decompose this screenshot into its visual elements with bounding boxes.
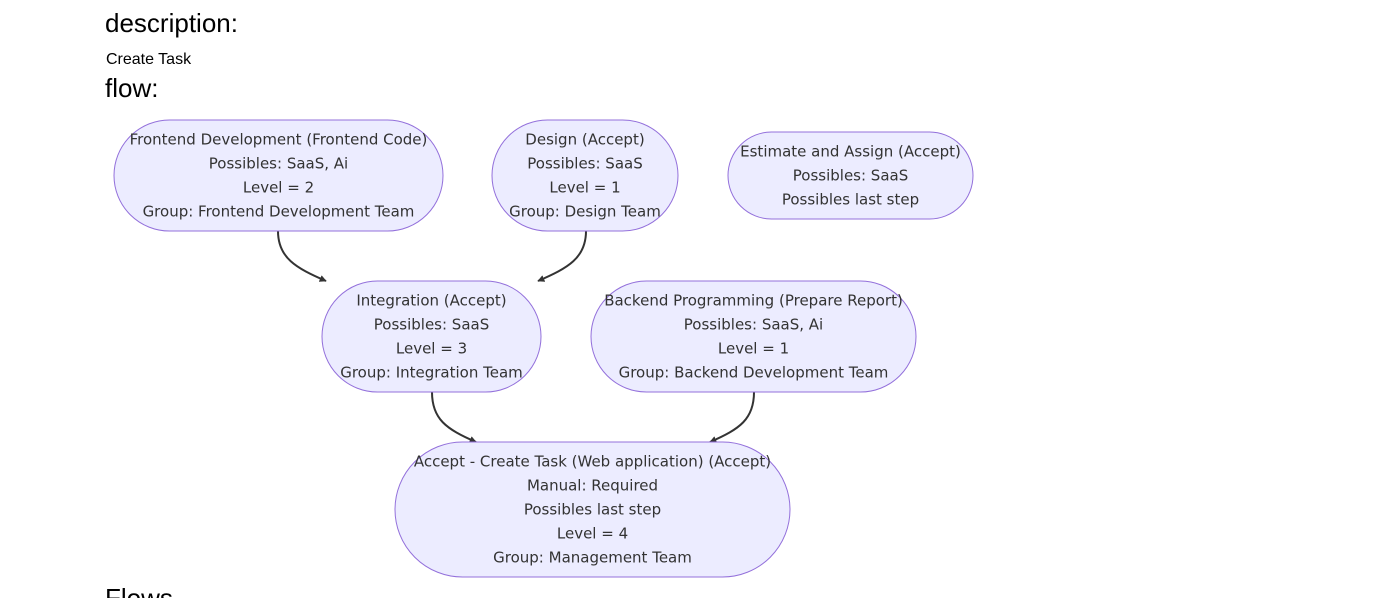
description-text: Create Task — [106, 51, 192, 68]
node-shape — [727, 131, 974, 220]
node-label-line: Integration (Accept) — [356, 292, 506, 310]
node-label-line: Possibles: SaaS, Ai — [684, 316, 823, 334]
node-label-line: Accept - Create Task (Web application) (… — [414, 453, 771, 471]
node-shape — [113, 119, 444, 232]
node-label-line: Level = 1 — [718, 340, 789, 358]
node-label-line: Possibles: SaaS — [374, 316, 489, 334]
node-label-line: Group: Backend Development Team — [619, 364, 889, 382]
node-label-line: Group: Integration Team — [340, 364, 523, 382]
description-heading: description: — [105, 8, 238, 38]
node-label-line: Group: Management Team — [493, 549, 692, 567]
node-label-line: Backend Programming (Prepare Report) — [604, 292, 903, 310]
node-design[interactable]: Design (Accept) Possibles: SaaS Level = 1 G… — [491, 119, 679, 232]
node-label-line: Possibles last step — [782, 191, 919, 209]
node-label-line: Possibles: SaaS, Ai — [209, 155, 348, 173]
node-label-line: Level = 3 — [396, 340, 467, 358]
flows-heading: Flows — [105, 583, 173, 598]
node-label-line: Level = 4 — [557, 525, 628, 543]
node-label-line: Estimate and Assign (Accept) — [740, 143, 961, 161]
node-label-line: Possibles: SaaS — [527, 155, 642, 173]
node-frontend[interactable]: Frontend Development (Frontend Code) Poss… — [113, 119, 444, 232]
node-label-line: Possibles: SaaS — [793, 167, 908, 185]
node-backend[interactable]: Backend Programming (Prepare Report) Poss… — [590, 280, 917, 393]
node-estimate[interactable]: Estimate and Assign (Accept) Possibles: S… — [727, 131, 974, 220]
node-accept[interactable]: Accept - Create Task (Web application) (… — [394, 441, 791, 578]
node-label-line: Manual: Required — [527, 477, 658, 495]
node-label-line: Group: Design Team — [509, 203, 661, 221]
node-label-line: Group: Frontend Development Team — [143, 203, 415, 221]
edge-frontend-to-integration — [277, 230, 327, 282]
node-label-line: Level = 1 — [549, 179, 620, 197]
node-shape — [394, 441, 791, 578]
flow-heading: flow: — [105, 73, 159, 103]
flow-nodes: Frontend Development (Frontend Code) Poss… — [113, 119, 974, 578]
node-label-line: Design (Accept) — [525, 131, 644, 149]
edge-backend-to-accept — [709, 391, 755, 443]
node-label-line: Possibles last step — [524, 501, 661, 519]
node-label-line: Frontend Development (Frontend Code) — [130, 131, 428, 149]
node-integration[interactable]: Integration (Accept) Possibles: SaaS Level… — [321, 280, 542, 393]
node-shape — [321, 280, 542, 393]
edge-design-to-integration — [537, 230, 587, 282]
node-shape — [491, 119, 679, 232]
node-label-line: Level = 2 — [243, 179, 314, 197]
edge-integration-to-accept — [431, 391, 477, 443]
node-shape — [590, 280, 917, 393]
flow-edges — [277, 230, 755, 443]
